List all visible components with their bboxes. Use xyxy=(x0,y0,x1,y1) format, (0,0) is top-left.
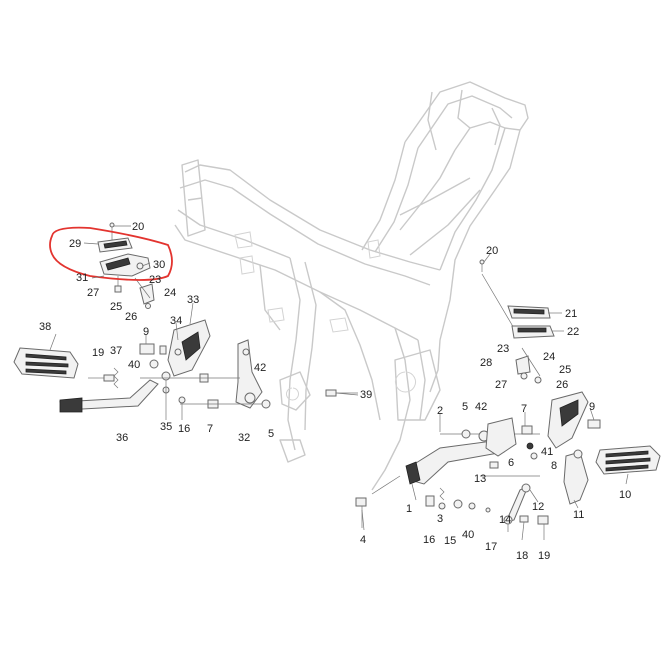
callout-16-left: 16 xyxy=(178,423,190,435)
callout-35: 35 xyxy=(160,421,172,433)
callout-4: 4 xyxy=(360,534,366,546)
highlight-outline xyxy=(49,226,173,281)
callout-42-left: 42 xyxy=(254,362,266,374)
callout-40-left: 40 xyxy=(128,359,140,371)
callout-6: 6 xyxy=(508,457,514,469)
callout-20-right: 20 xyxy=(486,245,498,257)
callout-27-right: 27 xyxy=(495,379,507,391)
callout-labels: 20 29 30 31 23 27 24 25 26 33 34 38 9 19… xyxy=(39,221,631,562)
callout-8: 8 xyxy=(551,460,557,472)
callout-9-right: 9 xyxy=(589,401,595,413)
callout-20-left: 20 xyxy=(132,221,144,233)
callout-19-right: 19 xyxy=(538,550,550,562)
callout-41: 41 xyxy=(541,446,553,458)
callout-26-right: 26 xyxy=(556,379,568,391)
callout-25-left: 25 xyxy=(110,301,122,313)
callout-36: 36 xyxy=(116,432,128,444)
callout-37: 37 xyxy=(110,345,122,357)
callout-18: 18 xyxy=(516,550,528,562)
callout-29: 29 xyxy=(69,238,81,250)
callout-5-right: 5 xyxy=(462,401,468,413)
left-rider-footpeg-assembly xyxy=(13,319,358,420)
right-passenger-footpeg-assembly xyxy=(479,259,555,384)
callout-39: 39 xyxy=(360,389,372,401)
callout-5-left: 5 xyxy=(268,428,274,440)
callout-23-left: 23 xyxy=(149,274,161,286)
callout-24-right: 24 xyxy=(543,351,555,363)
callout-10: 10 xyxy=(619,489,631,501)
callout-34: 34 xyxy=(170,315,182,327)
callout-13: 13 xyxy=(474,473,486,485)
callout-3: 3 xyxy=(437,513,443,525)
callout-26-left: 26 xyxy=(125,311,137,323)
callout-1: 1 xyxy=(406,503,412,515)
callout-7-right: 7 xyxy=(521,403,527,415)
callout-28: 28 xyxy=(480,357,492,369)
frame-drawing xyxy=(174,81,529,491)
callout-21: 21 xyxy=(565,308,577,320)
callout-19-left: 19 xyxy=(92,347,104,359)
callout-16-right: 16 xyxy=(423,534,435,546)
callout-38: 38 xyxy=(39,321,51,333)
callout-9-left: 9 xyxy=(143,326,149,338)
callout-32: 32 xyxy=(238,432,250,444)
callout-30: 30 xyxy=(153,259,165,271)
right-rider-footpeg-assembly xyxy=(355,391,661,528)
callout-31: 31 xyxy=(76,272,88,284)
callout-25-right: 25 xyxy=(559,364,571,376)
callout-leaders xyxy=(49,225,629,541)
callout-2: 2 xyxy=(437,405,443,417)
callout-17: 17 xyxy=(485,541,497,553)
callout-40-right: 40 xyxy=(462,529,474,541)
callout-14: 14 xyxy=(499,514,511,526)
callout-42-right: 42 xyxy=(475,401,487,413)
callout-15: 15 xyxy=(444,535,456,547)
callout-22: 22 xyxy=(567,326,579,338)
callout-7-left: 7 xyxy=(207,423,213,435)
callout-24-left: 24 xyxy=(164,287,176,299)
callout-12: 12 xyxy=(532,501,544,513)
callout-33: 33 xyxy=(187,294,199,306)
callout-23-right: 23 xyxy=(497,343,509,355)
callout-11: 11 xyxy=(573,509,584,521)
callout-27-left: 27 xyxy=(87,287,99,299)
left-passenger-footpeg-assembly xyxy=(97,222,155,309)
